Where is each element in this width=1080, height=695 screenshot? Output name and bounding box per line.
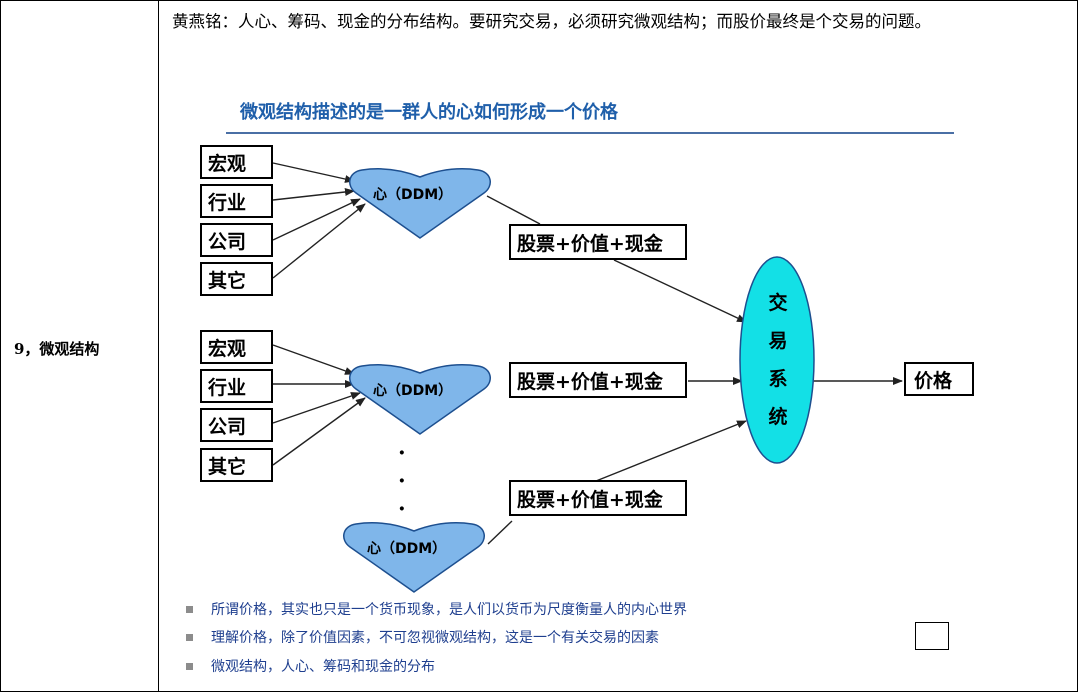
trading-system-char-2: 易 [768, 330, 788, 352]
bullet-square-icon [186, 633, 193, 641]
ellipsis-dot-1: · [398, 440, 406, 466]
empty-square-box [915, 622, 949, 650]
stock-value-cash-box-3: 股票+价值+现金 [509, 480, 687, 516]
heart-label-3: 心（DDM） [367, 541, 447, 557]
input-box-company-1: 公司 [200, 223, 273, 257]
bullet-item-1: 所谓价格，其实也只是一个货币现象，是人们以货币为尺度衡量人的内心世界 [186, 599, 687, 619]
heart-shape-2 [349, 364, 491, 435]
arrow-other-2 [272, 397, 366, 466]
input-box-macro-2: 宏观 [200, 330, 273, 364]
title-rule [226, 132, 954, 134]
heart-shape-3 [343, 522, 485, 593]
input-box-industry-2: 行业 [200, 369, 273, 403]
arrow-macro-2 [272, 344, 355, 375]
heart-label-1: 心（DDM） [373, 187, 453, 203]
trading-system-char-3: 系 [768, 368, 788, 390]
column-divider [158, 0, 159, 692]
trading-system-char-1: 交 [768, 292, 788, 314]
ellipsis-dot-2: · [398, 468, 406, 494]
row-label: 9，微观结构 [14, 340, 100, 358]
stock-value-cash-box-2: 股票+价值+现金 [509, 362, 687, 398]
bullet-text-2: 理解价格，除了价值因素，不可忽视微观结构，这是一个有关交易的因素 [211, 630, 659, 646]
trading-system-ellipse [739, 256, 815, 464]
bullet-square-icon [186, 662, 193, 670]
arrow-stock1-to-system [613, 259, 747, 323]
price-box: 价格 [904, 362, 974, 396]
bullet-item-3: 微观结构，人心、筹码和现金的分布 [186, 656, 435, 676]
trading-system-char-4: 统 [768, 406, 788, 428]
input-box-other-2: 其它 [200, 448, 273, 482]
input-box-other-1: 其它 [200, 262, 273, 296]
bullet-square-icon [186, 605, 193, 613]
slide-title: 微观结构描述的是一群人的心如何形成一个价格 [240, 102, 618, 123]
input-box-industry-1: 行业 [200, 184, 273, 218]
trading-system-label: 交 易 系 统 [767, 284, 789, 436]
stock-value-cash-box-1: 股票+价值+现金 [509, 224, 687, 260]
input-box-macro-1: 宏观 [200, 145, 273, 179]
arrow-other-1 [272, 203, 366, 279]
arrow-stock3-to-system [595, 420, 747, 482]
arrow-macro-1 [272, 162, 355, 183]
input-box-company-2: 公司 [200, 408, 273, 442]
heart-label-2: 心（DDM） [373, 383, 453, 399]
arrow-company-1 [272, 198, 361, 241]
line-heart3-to-stock [487, 520, 513, 545]
bullet-text-1: 所谓价格，其实也只是一个货币现象，是人们以货币为尺度衡量人的内心世界 [211, 602, 687, 618]
line-heart1-to-stock [486, 195, 541, 225]
arrow-company-2 [272, 392, 361, 424]
bullet-text-3: 微观结构，人心、筹码和现金的分布 [211, 659, 435, 675]
bullet-item-2: 理解价格，除了价值因素，不可忽视微观结构，这是一个有关交易的因素 [186, 627, 659, 647]
arrow-industry-1 [272, 188, 355, 201]
header-quote: 黄燕铭：人心、筹码、现金的分布结构。要研究交易，必须研究微观结构；而股价最终是个… [172, 12, 931, 31]
ellipsis-dot-3: · [398, 496, 406, 522]
heart-shape-1 [349, 168, 491, 239]
